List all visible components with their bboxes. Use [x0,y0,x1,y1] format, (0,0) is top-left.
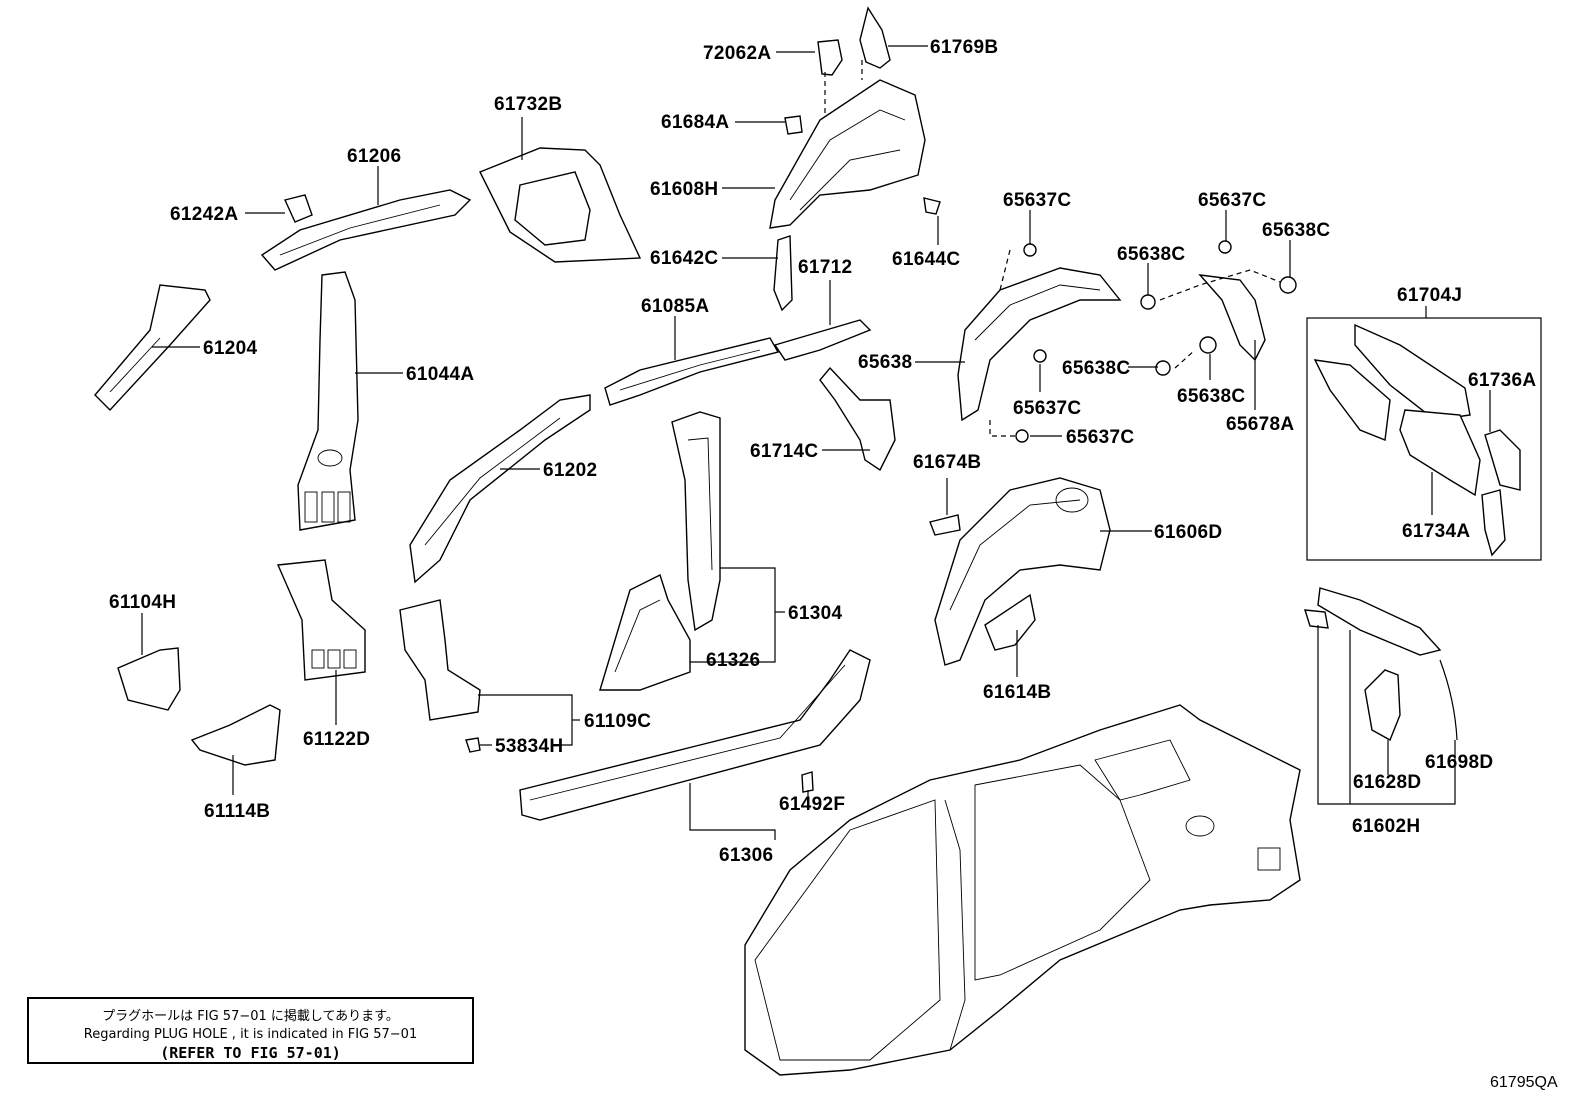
label-61698D[interactable]: 61698D [1425,752,1493,773]
label-65638C-d[interactable]: 65638C [1177,386,1245,407]
label-61734A[interactable]: 61734A [1402,521,1470,542]
label-61704J[interactable]: 61704J [1397,285,1462,306]
part-61492F [801,771,814,793]
label-61206[interactable]: 61206 [347,146,401,167]
label-61732B[interactable]: 61732B [494,94,562,115]
label-61326[interactable]: 61326 [706,650,760,671]
label-61044A[interactable]: 61044A [406,364,474,385]
label-61714C[interactable]: 61714C [750,441,818,462]
part-65638 [957,267,1122,422]
label-61114B[interactable]: 61114B [204,801,270,822]
part-61714C [819,366,896,472]
label-61684A[interactable]: 61684A [661,112,729,133]
note-japanese: プラグホールは FIG 57−01 に掲載してあります。 [102,1009,399,1024]
label-61608H[interactable]: 61608H [650,179,718,200]
label-65678A[interactable]: 65678A [1226,414,1294,435]
label-61306[interactable]: 61306 [719,845,773,866]
clip-65637C-2 [1218,240,1232,254]
clip-65638C-4 [1199,336,1217,354]
part-61109C [399,599,481,721]
label-61712[interactable]: 61712 [798,257,852,278]
part-61644C [923,197,941,215]
label-65637C-a[interactable]: 65637C [1003,190,1071,211]
label-65638C-a[interactable]: 65638C [1117,244,1185,265]
part-61769B [859,6,891,69]
label-61204[interactable]: 61204 [203,338,257,359]
part-labels: 72062A 61769B 61732B 61684A 61206 61608H… [109,37,1536,866]
part-61202 [409,394,591,584]
plug-hole-note: プラグホールは FIG 57−01 に掲載してあります。 Regarding P… [27,997,474,1064]
part-61114B [190,704,281,766]
part-61104H [117,647,181,711]
label-61602H[interactable]: 61602H [1352,816,1420,837]
part-61326 [599,574,691,691]
part-72062A [817,39,843,76]
label-61644C[interactable]: 61644C [892,249,960,270]
part-61306 [519,649,871,821]
label-61736A[interactable]: 61736A [1468,370,1536,391]
label-61606D[interactable]: 61606D [1154,522,1222,543]
label-61769B[interactable]: 61769B [930,37,998,58]
part-65678A [1198,274,1266,362]
part-side-body-outer [744,704,1301,1076]
note-english: Regarding PLUG HOLE , it is indicated in… [83,1027,418,1042]
label-61304[interactable]: 61304 [788,603,842,624]
clip-65638C-2 [1279,276,1297,294]
clip-65637C-3 [1033,349,1047,363]
label-61674B[interactable]: 61674B [913,452,981,473]
part-61602H-set [1304,587,1458,741]
label-61492F[interactable]: 61492F [779,794,845,815]
part-53834H [465,737,481,753]
label-61242A[interactable]: 61242A [170,204,238,225]
label-65637C-d[interactable]: 65637C [1066,427,1134,448]
label-65638C-b[interactable]: 65638C [1262,220,1330,241]
leader-lines [141,45,1491,840]
figure-id: 61795QA [1490,1074,1558,1091]
label-61614B[interactable]: 61614B [983,682,1051,703]
part-61642C [773,235,793,312]
label-61202[interactable]: 61202 [543,460,597,481]
part-61684A [784,115,803,135]
part-61674B [929,514,961,536]
label-61109C[interactable]: 61109C [584,711,651,732]
part-61614B [984,593,1036,651]
part-61608H [769,79,926,229]
label-61122D[interactable]: 61122D [303,729,370,750]
clip-65637C-1 [1023,243,1037,257]
part-61122D [276,559,366,681]
clip-65637C-4 [1015,429,1029,443]
label-61085A[interactable]: 61085A [641,296,709,317]
label-65637C-b[interactable]: 65637C [1198,190,1266,211]
part-61304 [671,411,721,632]
part-61044A [297,271,359,531]
part-61712 [773,319,872,361]
label-61628D[interactable]: 61628D [1353,772,1421,793]
label-61642C[interactable]: 61642C [650,248,718,269]
part-61206 [260,189,472,271]
clip-65638C-3 [1155,360,1171,376]
part-61606D [934,477,1111,666]
clip-65638C-1 [1140,294,1156,310]
label-53834H[interactable]: 53834H [495,736,563,757]
part-61704J-assembly [1306,317,1542,561]
part-61732B [479,147,642,263]
label-65638[interactable]: 65638 [858,352,912,373]
label-72062A[interactable]: 72062A [703,43,771,64]
label-61104H[interactable]: 61104H [109,592,176,613]
part-61085A [604,337,780,406]
label-65637C-c[interactable]: 65637C [1013,398,1081,419]
note-reference: (REFER TO FIG 57-01) [160,1044,341,1062]
label-65638C-c[interactable]: 65638C [1062,358,1130,379]
